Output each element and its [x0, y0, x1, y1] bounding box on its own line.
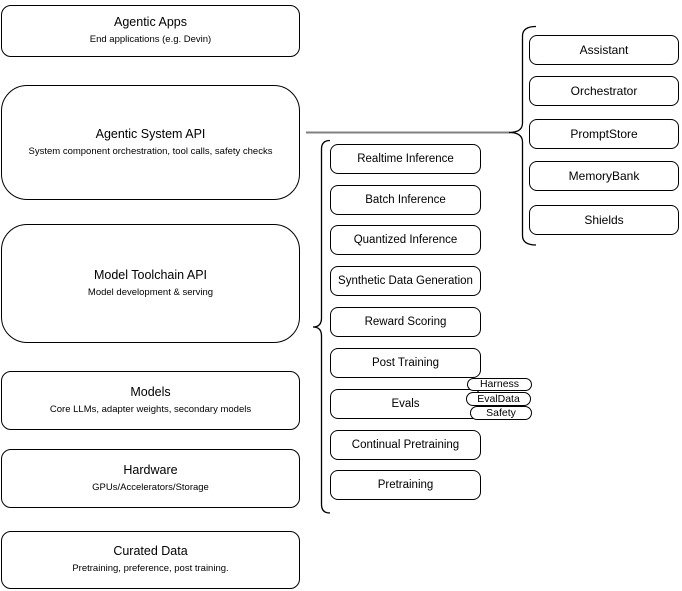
node-promptstore: PromptStore: [529, 119, 679, 149]
node-synthetic-data-generation: Synthetic Data Generation: [330, 266, 481, 296]
node-title: Agentic Apps: [114, 15, 187, 30]
pill-harness: Harness: [467, 378, 532, 391]
middle-column-brace: [312, 139, 331, 514]
node-hardware: Hardware GPUs/Accelerators/Storage: [1, 449, 300, 508]
node-label: Realtime Inference: [357, 153, 454, 165]
node-assistant: Assistant: [529, 35, 679, 65]
node-label: Batch Inference: [365, 194, 446, 206]
node-label: Evals: [391, 398, 420, 410]
node-title: Model Toolchain API: [93, 267, 208, 282]
node-memorybank: MemoryBank: [529, 161, 679, 191]
node-subtitle: GPUs/Accelerators/Storage: [92, 481, 209, 493]
node-label: Pretraining: [377, 479, 434, 491]
node-label: Shields: [584, 213, 624, 227]
node-title: Curated Data: [113, 544, 188, 559]
node-label: Continual Pretraining: [351, 439, 460, 451]
node-models: Models Core LLMs, adapter weights, secon…: [1, 371, 300, 430]
node-label: MemoryBank: [568, 169, 640, 183]
node-quantized-inference: Quantized Inference: [330, 225, 481, 255]
node-continual-pretraining: Continual Pretraining: [330, 430, 481, 460]
node-title: Models: [130, 384, 171, 399]
node-pretraining: Pretraining: [330, 470, 481, 500]
node-reward-scoring: Reward Scoring: [330, 307, 481, 337]
node-title: Hardware: [123, 462, 178, 477]
node-orchestrator: Orchestrator: [529, 76, 679, 106]
pill-label: EvalData: [477, 392, 520, 405]
pill-label: Safety: [486, 406, 516, 419]
node-subtitle: Pretraining, preference, post training.: [72, 563, 229, 575]
node-subtitle: System component orchestration, tool cal…: [28, 145, 273, 157]
node-subtitle: Model development & serving: [87, 286, 214, 298]
node-subtitle: End applications (e.g. Devin): [89, 34, 212, 46]
node-label: Quantized Inference: [353, 234, 458, 246]
node-label: Assistant: [579, 43, 629, 57]
right-column-brace: [508, 25, 537, 246]
node-realtime-inference: Realtime Inference: [330, 144, 481, 174]
node-label: Synthetic Data Generation: [338, 275, 473, 287]
node-agentic-apps: Agentic Apps End applications (e.g. Devi…: [1, 5, 300, 57]
node-batch-inference: Batch Inference: [330, 185, 481, 215]
node-subtitle: Core LLMs, adapter weights, secondary mo…: [49, 403, 252, 415]
node-label: Reward Scoring: [364, 316, 447, 328]
node-curated-data: Curated Data Pretraining, preference, po…: [1, 531, 300, 589]
node-label: Orchestrator: [570, 84, 638, 98]
node-agentic-system-api: Agentic System API System component orch…: [1, 85, 300, 200]
node-shields: Shields: [529, 205, 679, 235]
node-model-toolchain-api: Model Toolchain API Model development & …: [1, 224, 300, 343]
node-label: PromptStore: [570, 127, 638, 141]
pill-evaldata: EvalData: [466, 392, 531, 406]
pill-label: Harness: [479, 378, 520, 391]
pill-safety: Safety: [470, 406, 532, 420]
node-label: Post Training: [371, 357, 440, 369]
node-title: Agentic System API: [95, 126, 206, 141]
node-post-training: Post Training: [330, 348, 481, 378]
node-evals: Evals: [330, 389, 481, 419]
